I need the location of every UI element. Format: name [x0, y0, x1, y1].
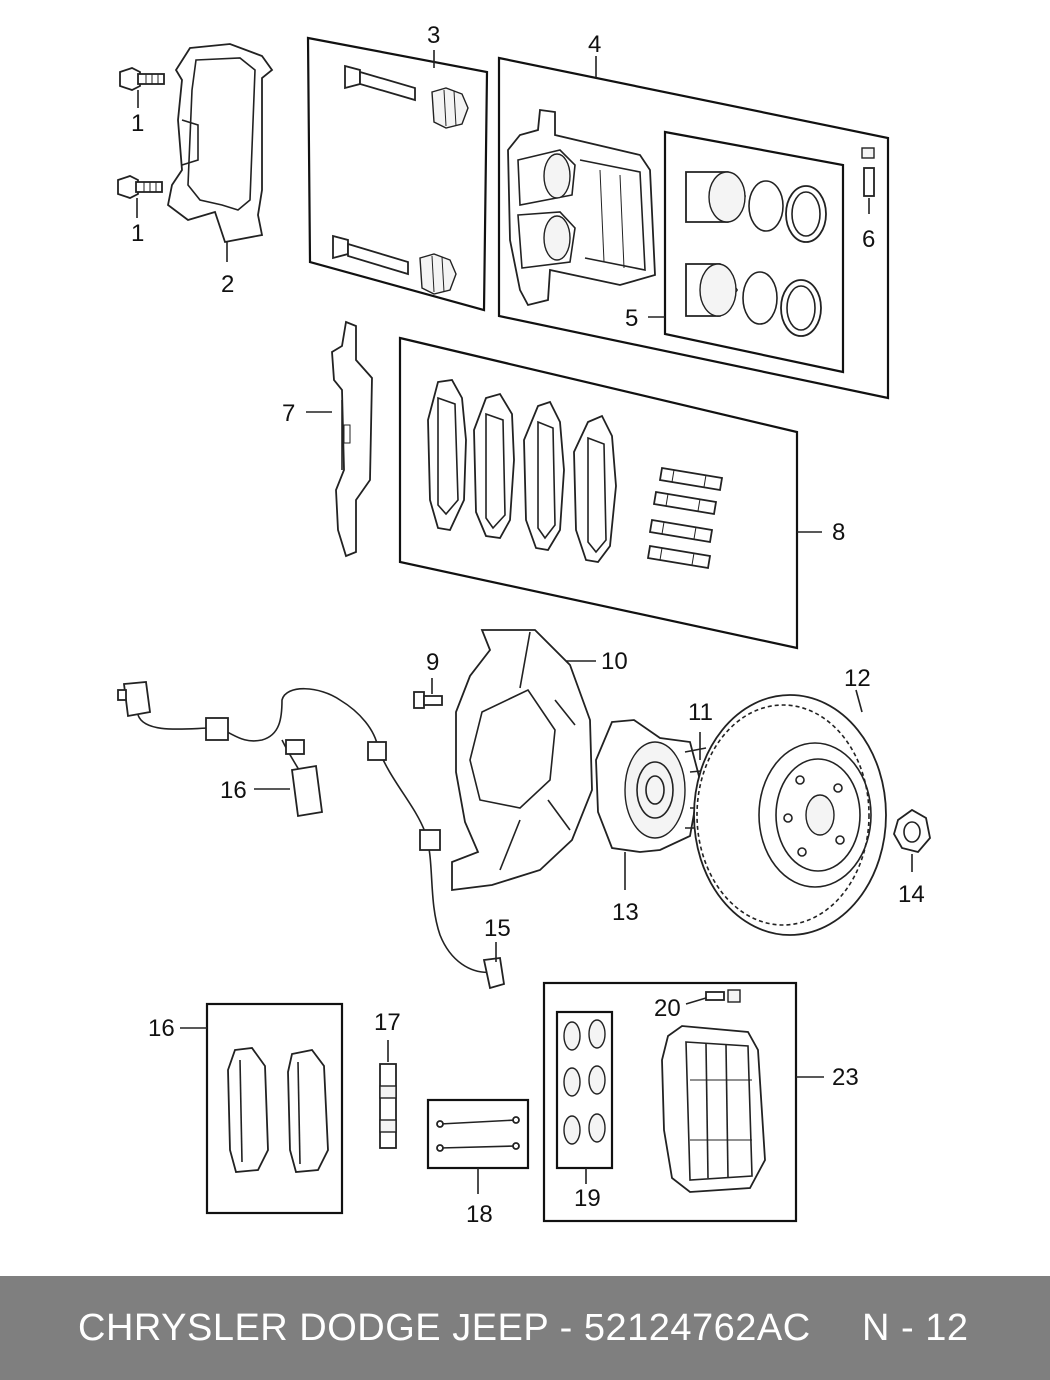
part-15-abs-sensor — [367, 741, 506, 990]
part-23-caliper — [661, 1025, 766, 1193]
part-7-brake-pad-4 — [573, 414, 617, 563]
callout-6: 6 — [862, 226, 875, 253]
callout-19: 18 — [466, 1201, 493, 1228]
part-1-bolt-lower — [117, 175, 163, 218]
part-17-brake-pad-right — [287, 1049, 329, 1173]
part-5-piston-lower — [685, 263, 822, 337]
part-21-bleeder — [685, 989, 741, 1005]
callout-10: 10 — [601, 648, 628, 675]
callout-2: 2 — [221, 271, 234, 298]
part-4-caliper-body — [507, 108, 656, 307]
callout-1b: 1 — [131, 220, 144, 247]
callout-18: 17 — [374, 1009, 401, 1036]
part-7-brake-pad-kit-box — [398, 336, 799, 650]
callout-12: 12 — [844, 665, 871, 692]
callout-8: 7 — [282, 400, 295, 427]
part-5-piston-kit-box — [663, 130, 845, 374]
caption-figure-ref: N - 12 — [862, 1306, 969, 1349]
callout-1a: 1 — [131, 110, 144, 137]
callout-21: 20 — [654, 995, 681, 1022]
callout-15: 15 — [484, 915, 511, 942]
part-23-caliper-kit-box — [542, 981, 798, 1223]
part-17-brake-pad-set-box — [205, 1002, 344, 1215]
callout-11: 11 — [688, 699, 713, 726]
callout-23: 23 — [832, 1064, 859, 1091]
part-5-piston-upper — [685, 171, 827, 243]
part-20-seals — [563, 1019, 606, 1184]
part-7-brake-pad-2 — [473, 392, 515, 539]
part-7-pad-clips — [646, 466, 724, 570]
callout-4: 4 — [588, 31, 601, 58]
part-10-splash-shield — [451, 629, 596, 892]
callout-9: 9 — [426, 649, 439, 676]
part-9-shield-bolt — [413, 678, 443, 709]
part-12-brake-rotor — [693, 689, 887, 936]
brake-parts-diagram: 1 1 2 3 4 5 — [117, 22, 931, 1228]
callout-14: 13 — [612, 899, 639, 926]
callout-13: 14 — [898, 881, 925, 908]
part-3-guide-pin-lower — [332, 234, 457, 295]
part-4-caliper-assembly-box — [497, 56, 890, 400]
caption-part-number: CHRYSLER DODGE JEEP - 52124762AC — [78, 1306, 811, 1349]
part-16-wheel-speed-sensor-harness — [117, 681, 379, 818]
part-17-brake-pad-left — [227, 1047, 269, 1173]
callout-7: 8 — [832, 519, 845, 546]
part-2-caliper-bracket — [167, 43, 274, 262]
part-8-abutment-clip — [306, 320, 373, 558]
callout-5: 5 — [625, 305, 638, 332]
part-1-bolt-upper — [119, 67, 165, 108]
callout-3: 3 — [427, 22, 440, 49]
caption-bar: CHRYSLER DODGE JEEP - 52124762AC N - 12 — [0, 1276, 1050, 1380]
callout-16: 16 — [220, 777, 247, 804]
part-20-seal-kit-box — [555, 1010, 614, 1170]
part-19-pin-kit-box — [426, 1098, 530, 1170]
callout-20: 19 — [574, 1185, 601, 1212]
part-13-lug-nut — [893, 808, 931, 872]
part-7-brake-pad-3 — [523, 400, 565, 551]
callout-17: 16 — [148, 1015, 175, 1042]
part-18-wear-sensor — [379, 1040, 397, 1149]
part-19-pins — [436, 1116, 520, 1194]
part-3-guide-pin-kit-box — [306, 36, 489, 312]
part-7-brake-pad-1 — [427, 379, 467, 532]
part-6-bleeder-screw — [861, 147, 875, 214]
part-3-guide-pin-upper — [344, 64, 469, 129]
